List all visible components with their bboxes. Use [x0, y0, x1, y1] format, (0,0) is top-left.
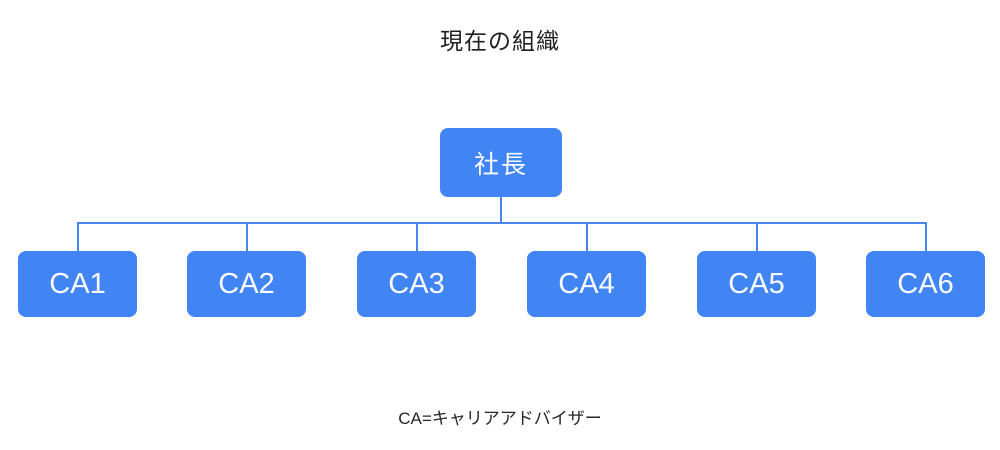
connector-stub — [925, 222, 927, 251]
org-node-ca3: CA3 — [357, 251, 476, 317]
connector-stub — [77, 222, 79, 251]
org-node-ca5: CA5 — [697, 251, 816, 317]
org-node-ca6: CA6 — [866, 251, 985, 317]
connector-stub — [416, 222, 418, 251]
connector-root-drop — [500, 197, 502, 224]
org-node-ca4: CA4 — [527, 251, 646, 317]
chart-title: 現在の組織 — [440, 28, 560, 54]
org-node-ca2: CA2 — [187, 251, 306, 317]
connector-stub — [756, 222, 758, 251]
org-node-president: 社長 — [440, 128, 562, 197]
connector-stub — [246, 222, 248, 251]
connector-stub — [586, 222, 588, 251]
org-node-ca1: CA1 — [18, 251, 137, 317]
connector-horizontal-rail — [77, 222, 927, 224]
legend-note: CA=キャリアアドバイザー — [398, 409, 602, 428]
